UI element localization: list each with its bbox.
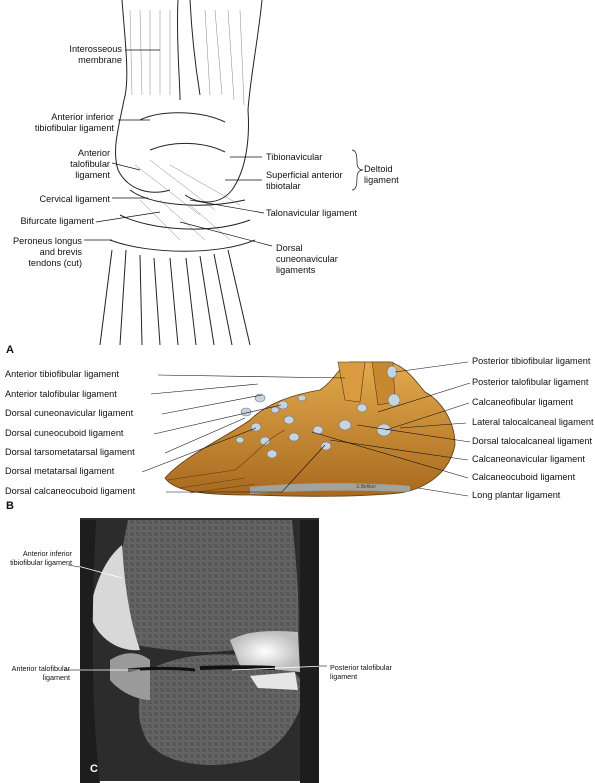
label-anterior-inferior-tibiofibular: Anterior inferior tibiofibular ligament (34, 112, 114, 133)
label-peroneus-tendons: Peroneus longus and brevis tendons (cut) (13, 236, 82, 268)
label-calcaneocuboid-ligament: Calcaneocuboid ligament (472, 472, 576, 482)
label-cervical-ligament: Cervical ligament (39, 194, 110, 204)
label-talonavicular-ligament: Talonavicular ligament (266, 208, 357, 218)
label-dorsal-talocalcaneal-ligament: Dorsal talocalcaneal ligament (472, 436, 593, 446)
label-long-plantar-ligament: Long plantar ligament (472, 490, 561, 500)
panel-c-letter: C (90, 763, 98, 775)
label-anterior-tibiofibular-ligament: Anterior tibiofibular ligament (5, 369, 119, 379)
label-dorsal-cuneocuboid-ligament: Dorsal cuneocuboid ligament (5, 428, 124, 438)
panel-a-illustration (84, 0, 364, 346)
label-posterior-tibiofibular-ligament: Posterior tibiofibular ligament (472, 356, 591, 366)
panel-b-illustration (141, 361, 471, 497)
label-dorsal-cuneonavicular-ligaments: Dorsal cuneonavicular ligaments (276, 243, 338, 275)
label-anterior-talofibular-ligament: Anterior talofibular ligament (5, 389, 117, 399)
panel-b-letter: B (6, 500, 14, 512)
label-dorsal-metatarsal-ligament: Dorsal metatarsal ligament (5, 466, 115, 476)
label-dorsal-tarsometatarsal-ligament: Dorsal tarsometatarsal ligament (5, 447, 135, 457)
signature: S.Bellian (356, 484, 376, 490)
label-tibionavicular: Tibionavicular (266, 152, 323, 162)
mri-label-anterior-talofibular: Anterior talofibular ligament (11, 664, 70, 682)
label-superficial-anterior-tibiotalar: Superficial anterior tibiotalar (266, 170, 343, 191)
label-calcaneofibular-ligament: Calcaneofibular ligament (472, 397, 574, 407)
label-deltoid-ligament: Deltoid ligament (364, 164, 399, 185)
label-posterior-talofibular-ligament: Posterior talofibular ligament (472, 377, 589, 387)
label-anterior-talofibular: Anterior talofibular ligament (70, 148, 110, 180)
label-dorsal-cuneonavicular-ligament: Dorsal cuneonavicular ligament (5, 408, 134, 418)
panel-a-letter: A (6, 344, 14, 356)
label-dorsal-calcaneocuboid-ligament: Dorsal calcaneocuboid ligament (5, 486, 136, 496)
mri-label-anterior-inferior-tibiofibular: Anterior inferior tibiofibular ligament (10, 549, 72, 567)
label-lateral-talocalcaneal-ligament: Lateral talocalcaneal ligament (472, 417, 594, 427)
mri-label-posterior-talofibular: Posterior talofibular ligament (330, 663, 392, 681)
label-interosseous-membrane: Interosseous membrane (69, 44, 122, 65)
label-calcaneonavicular-ligament: Calcaneonavicular ligament (472, 454, 585, 464)
label-bifurcate-ligament: Bifurcate ligament (20, 216, 94, 226)
